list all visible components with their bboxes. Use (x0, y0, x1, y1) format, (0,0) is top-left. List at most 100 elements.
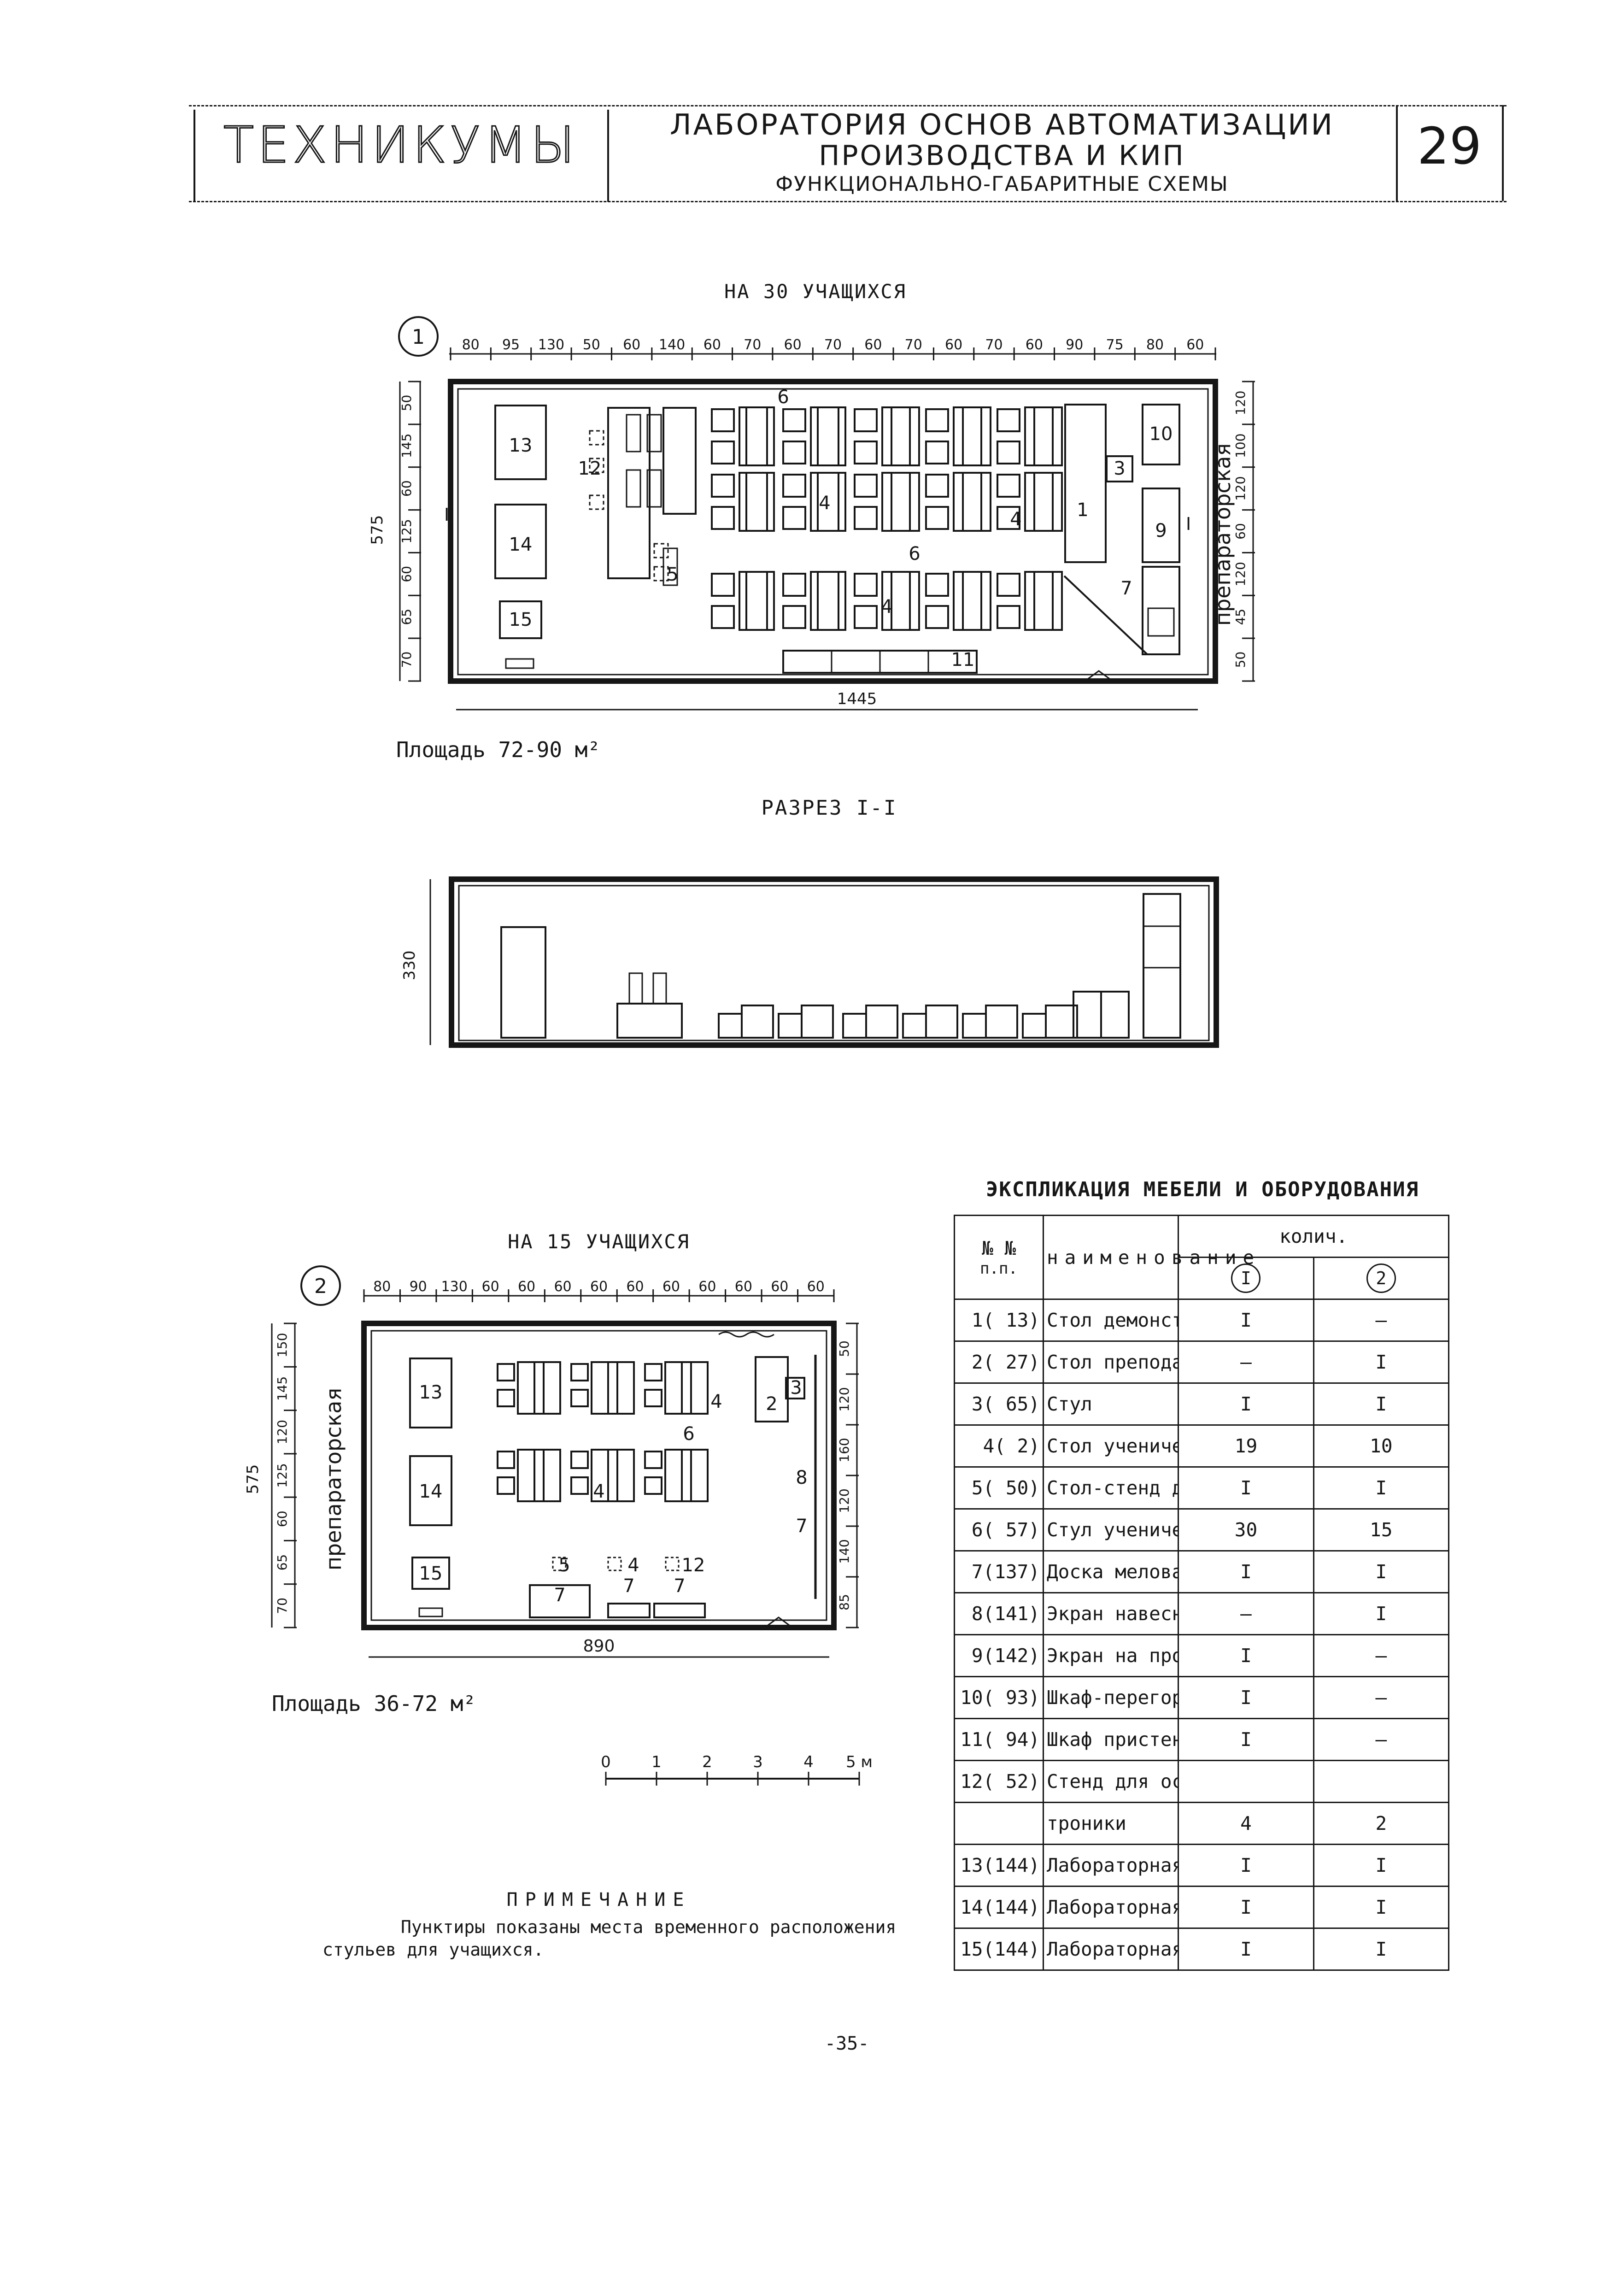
explication-row: 4( 2)Стол ученический1910 (954, 1424, 1450, 1468)
plan1-number: 1 (412, 325, 425, 349)
item-label: 12 (682, 1555, 705, 1576)
qty-variant1: 19 (1178, 1424, 1314, 1468)
section-caption: РАЗРЕЗ I-I (761, 796, 897, 820)
item-label: 10 (1149, 423, 1173, 445)
dim-label: 60 (554, 1279, 571, 1295)
scale-label: 1 (651, 1753, 662, 1771)
dim-label: 85 (837, 1594, 852, 1610)
student-chair (997, 441, 1020, 464)
explication-body: 1( 13)Стол демонстрационныйI–2( 27)Стол … (954, 1299, 1450, 1971)
qty-variant1: I (1178, 1634, 1314, 1677)
col-header-qty1: I (1178, 1257, 1314, 1300)
item-number: 2( 27) (954, 1340, 1044, 1384)
qty-variant1: I (1178, 1676, 1314, 1719)
student-desk (925, 1005, 958, 1039)
header-title-line3: ФУНКЦИОНАЛЬНО-ГАБАРИТНЫЕ СХЕМЫ (775, 172, 1229, 196)
student-desk (1033, 472, 1063, 532)
dim-label: 120 (1233, 562, 1248, 586)
student-chair (782, 441, 806, 464)
explication-row: 15(144)Лабораторная установкаII (954, 1928, 1450, 1971)
qty-variant2: I (1313, 1340, 1450, 1384)
student-chair (711, 605, 735, 629)
qty-variant1: 30 (1178, 1508, 1314, 1552)
note-title: ПРИМЕЧАНИЕ (506, 1889, 692, 1910)
dim-label: 80 (373, 1279, 391, 1295)
col-header-no-sub: п.п. (980, 1259, 1018, 1278)
qty-variant2: – (1313, 1299, 1450, 1342)
item-label: 4 (710, 1391, 722, 1412)
student-desk (962, 571, 991, 631)
item-name: Стол-стенд для КиП (1042, 1466, 1179, 1510)
explication-row: 14(144)Лабораторная установкаII (954, 1886, 1450, 1929)
explication-row: 10( 93)Шкаф-перегородкаI– (954, 1676, 1450, 1719)
student-desk (591, 1361, 618, 1415)
explication-row: 1( 13)Стол демонстрационныйI– (954, 1299, 1450, 1342)
student-desk (741, 1005, 774, 1039)
board-7 (1063, 575, 1148, 655)
dim-label: 60 (482, 1279, 499, 1295)
item-label: 4 (881, 596, 892, 617)
qty-variant2: I (1313, 1550, 1450, 1593)
header-divider (193, 110, 195, 202)
item-name: Доска меловая (1042, 1550, 1179, 1593)
header-divider (607, 110, 609, 202)
plan1-overall-height: 575 (368, 515, 387, 545)
plan1-section-mark-left: I (444, 505, 449, 525)
lab-unit-15 (411, 1557, 450, 1590)
scale-label: 5 м (846, 1753, 873, 1771)
item-number: 8(141) (954, 1592, 1044, 1635)
student-desk (985, 1005, 1018, 1039)
lab-unit-15 (499, 600, 542, 639)
item-label: 6 (777, 387, 789, 408)
student-desk (745, 472, 775, 532)
dim-label: 125 (399, 519, 414, 543)
item-name: троники (1042, 1802, 1179, 1845)
item-label: 7 (623, 1575, 634, 1597)
item-number: 15(144) (954, 1928, 1044, 1971)
plan2-caption: НА 15 УЧАЩИХСЯ (507, 1230, 690, 1253)
scale-label: 4 (803, 1753, 814, 1771)
student-chair (854, 573, 878, 597)
item-label: 7 (674, 1575, 685, 1597)
student-chair (711, 573, 735, 597)
plan1-section-mark-right: I (1186, 514, 1191, 534)
qty-variant2: I (1313, 1466, 1450, 1510)
explication-row: 6( 57)Стул ученический3015 (954, 1508, 1450, 1552)
student-chair (497, 1451, 515, 1469)
student-desk (607, 1361, 635, 1415)
dim-label: 60 (626, 1279, 644, 1295)
chair-3 (785, 1377, 805, 1399)
dim-label: 60 (807, 1279, 825, 1295)
plan2-room-label: препараторская (321, 1388, 346, 1570)
dim-label: 70 (744, 337, 761, 353)
student-chair (997, 605, 1020, 629)
qty-variant2: 10 (1313, 1424, 1450, 1468)
dim-label: 60 (275, 1510, 290, 1527)
item-label: 7 (554, 1585, 565, 1606)
explication-table: № № п.п. наименование колич. I 2 1( 13)С… (954, 1215, 1450, 1971)
item-label: 13 (509, 435, 533, 456)
student-desk (891, 571, 920, 631)
plan2-overall-width: 890 (583, 1637, 615, 1656)
qty-variant1: I (1178, 1550, 1314, 1593)
student-desk (817, 406, 846, 466)
header-title-line1: ЛАБОРАТОРИЯ ОСНОВ АВТОМАТИЗАЦИИ (670, 108, 1334, 141)
explication-row: 13(144)Лабораторная установкаII (954, 1844, 1450, 1887)
student-chair (997, 474, 1020, 498)
item-label: 4 (819, 493, 830, 514)
qty-variant2: 15 (1313, 1508, 1450, 1552)
qty-variant2: I (1313, 1928, 1450, 1971)
student-desk (962, 406, 991, 466)
dim-label: 140 (659, 337, 685, 353)
qty-variant1: I (1178, 1382, 1314, 1426)
student-chair (854, 441, 878, 464)
item-number: 14(144) (954, 1886, 1044, 1929)
explication-row: 12( 52)Стенд для основ элек- (954, 1760, 1450, 1803)
dim-label: 125 (275, 1463, 290, 1487)
student-desk (745, 571, 775, 631)
item-label: 5 (558, 1555, 570, 1576)
col-header-name: наименование (1042, 1215, 1254, 1300)
item-name: Шкаф пристенный (1042, 1718, 1179, 1761)
header-divider (1502, 105, 1504, 201)
item-number: 6( 57) (954, 1508, 1044, 1552)
